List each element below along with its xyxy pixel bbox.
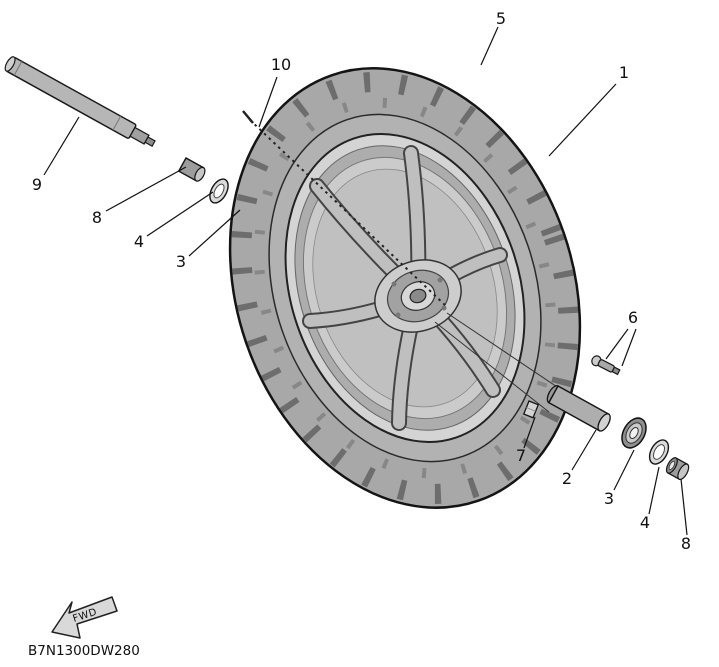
leader-line xyxy=(146,191,214,237)
leader-line xyxy=(571,429,597,471)
callout-10: 10 xyxy=(271,55,291,74)
callout-9: 9 xyxy=(32,175,42,194)
leader-line xyxy=(480,26,499,66)
collar-rear xyxy=(665,457,690,481)
bearing-rear xyxy=(621,417,647,449)
callout-3-front: 3 xyxy=(176,252,186,271)
part-code: B7N1300DW280 xyxy=(28,643,140,659)
leader-line xyxy=(105,166,187,212)
leader-line xyxy=(523,416,536,449)
leader-line xyxy=(258,76,278,128)
callout-5: 5 xyxy=(496,9,506,28)
sensor-rod xyxy=(242,110,447,307)
oil-seal-front xyxy=(209,178,229,204)
leader-line xyxy=(613,449,635,491)
leader-lines xyxy=(43,26,688,536)
callout-3-rear: 3 xyxy=(604,489,614,508)
leader-line xyxy=(680,478,688,536)
callout-6: 6 xyxy=(628,308,638,327)
callout-4-front: 4 xyxy=(134,232,144,251)
front-wheel xyxy=(228,67,582,509)
balance-weight xyxy=(522,400,540,419)
valve-stem xyxy=(591,355,621,376)
leader-line xyxy=(648,466,660,515)
callout-7: 7 xyxy=(516,446,526,465)
callout-2: 2 xyxy=(562,469,572,488)
axis-guide-line xyxy=(434,321,550,413)
callout-1: 1 xyxy=(619,63,629,82)
oil-seal-rear xyxy=(648,439,670,465)
spacer-collar xyxy=(546,384,611,432)
axle-shaft xyxy=(4,56,156,147)
callout-8-front: 8 xyxy=(92,208,102,227)
leader-line xyxy=(188,209,241,257)
callout-4-rear: 4 xyxy=(640,513,650,532)
fwd-arrow: FWD xyxy=(51,596,118,639)
leader-line xyxy=(43,116,80,176)
leader-line xyxy=(621,328,637,367)
collar-front xyxy=(177,157,206,182)
callouts: 5 1 10 9 8 4 3 6 7 2 3 4 8 xyxy=(32,9,691,553)
callout-8-rear: 8 xyxy=(681,534,691,553)
leader-line xyxy=(548,83,617,157)
hub xyxy=(374,259,462,333)
leader-line xyxy=(605,328,629,360)
